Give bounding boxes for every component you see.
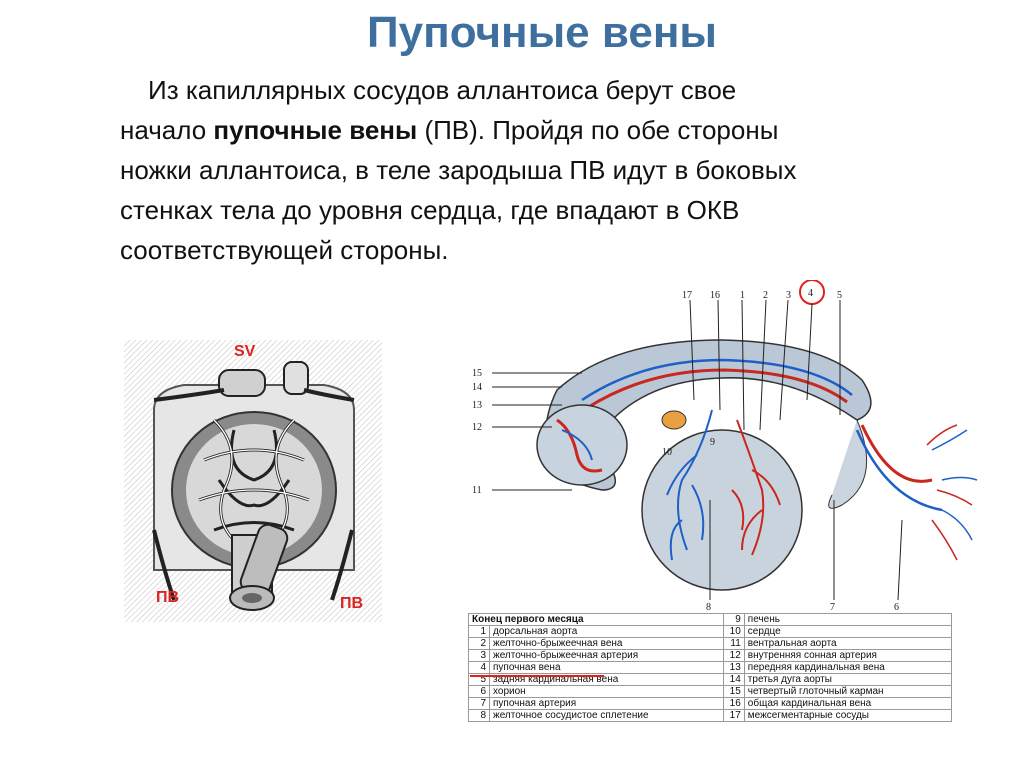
num-9: 9 <box>710 437 715 448</box>
legend-header: Конец первого месяца <box>468 613 724 626</box>
legend-text-r1: сердце <box>743 625 953 638</box>
label-pv-left: ПВ <box>156 589 179 606</box>
num-10: 10 <box>662 447 672 458</box>
legend-num-l5: 6 <box>468 685 490 698</box>
legend-num-r0: 9 <box>722 613 745 626</box>
legend-row: 1 дорсальная аорта 10 сердце <box>468 625 953 638</box>
paragraph-bold-term: пупочные вены <box>213 115 418 145</box>
legend-text-r3: внутренняя сонная артерия <box>743 649 953 662</box>
paragraph-line-4: стенках тела до уровня сердца, где впада… <box>120 195 740 225</box>
legend-text-l7: желточное сосудистое сплетение <box>489 709 724 722</box>
paragraph-line-2: начало пупочные вены (ПВ). Пройдя по обе… <box>120 110 940 150</box>
sinus-venosus-figure: SV ПВ ПВ <box>124 340 382 622</box>
num-6: 6 <box>894 602 899 612</box>
legend-row: 3 желточно-брыжеечная артерия 12 внутрен… <box>468 649 953 662</box>
legend-row: 2 желточно-брыжеечная вена 11 вентральна… <box>468 637 953 650</box>
paragraph-line-2-pre: начало <box>120 115 214 145</box>
legend-num-l3: 4 <box>468 661 490 674</box>
legend-text-r8: межсегментарные сосуды <box>743 709 953 722</box>
legend-num-r8: 17 <box>722 709 745 722</box>
num-11: 11 <box>472 485 482 496</box>
num-17: 17 <box>682 290 692 301</box>
legend-text-l3: пупочная вена <box>489 661 724 674</box>
num-1: 1 <box>740 290 745 301</box>
paragraph-line-5: соответствующей стороны. <box>120 235 449 265</box>
body-paragraph: Из капиллярных сосудов аллантоиса берут … <box>120 70 940 270</box>
legend-text-r7: общая кардинальная вена <box>743 697 953 710</box>
legend-num-r5: 14 <box>722 673 745 686</box>
legend-num-l2: 3 <box>468 649 490 662</box>
legend-num-r4: 13 <box>722 661 745 674</box>
legend-num-r3: 12 <box>722 649 745 662</box>
highlight-underline <box>470 675 604 677</box>
num-16: 16 <box>710 290 720 301</box>
legend-text-r2: вентральная аорта <box>743 637 953 650</box>
legend-num-r6: 15 <box>722 685 745 698</box>
num-5: 5 <box>837 290 842 301</box>
legend-text-r4: передняя кардинальная вена <box>743 661 953 674</box>
legend-num-l7: 8 <box>468 709 490 722</box>
num-14: 14 <box>472 382 482 393</box>
legend-num-l1: 2 <box>468 637 490 650</box>
legend-num-l6: 7 <box>468 697 490 710</box>
legend-text-l1: желточно-брыжеечная вена <box>489 637 724 650</box>
label-sv: SV <box>234 343 256 360</box>
num-8: 8 <box>706 602 711 612</box>
num-2: 2 <box>763 290 768 301</box>
legend-table: Конец первого месяца 9 печень 1 дорсальн… <box>468 613 953 722</box>
num-15: 15 <box>472 368 482 379</box>
num-13: 13 <box>472 400 482 411</box>
label-pv-right: ПВ <box>340 595 363 612</box>
legend-row: 8 желточное сосудистое сплетение 17 межс… <box>468 709 953 722</box>
slide-title: Пупочные вены <box>367 8 717 57</box>
num-4: 4 <box>808 288 813 299</box>
paragraph-line-1: Из капиллярных сосудов аллантоиса берут … <box>148 75 737 105</box>
legend-text-r5: третья дуга аорты <box>743 673 953 686</box>
embryo-circulation-figure: 17 16 1 2 3 4 5 15 14 13 12 11 8 7 6 10 … <box>472 280 978 612</box>
num-12: 12 <box>472 422 482 433</box>
legend-row: 7 пупочная артерия 16 общая кардинальная… <box>468 697 953 710</box>
legend-row: 6 хорион 15 четвертый глоточный карман <box>468 685 953 698</box>
paragraph-line-3: ножки аллантоиса, в теле зародыша ПВ иду… <box>120 155 797 185</box>
paragraph-line-2-post: (ПВ). Пройдя по обе стороны <box>417 115 779 145</box>
legend-text-l6: пупочная артерия <box>489 697 724 710</box>
legend-row: 4 пупочная вена 13 передняя кардинальная… <box>468 661 953 674</box>
legend-num-r7: 16 <box>722 697 745 710</box>
legend-num-r1: 10 <box>722 625 745 638</box>
num-3: 3 <box>786 290 791 301</box>
num-7: 7 <box>830 602 835 612</box>
legend-text-l0: дорсальная аорта <box>489 625 724 638</box>
legend-num-r2: 11 <box>722 637 745 650</box>
legend-num-l0: 1 <box>468 625 490 638</box>
legend-text-l5: хорион <box>489 685 724 698</box>
legend-text-l2: желточно-брыжеечная артерия <box>489 649 724 662</box>
legend-text-r0: печень <box>743 613 953 626</box>
legend-text-r6: четвертый глоточный карман <box>743 685 953 698</box>
